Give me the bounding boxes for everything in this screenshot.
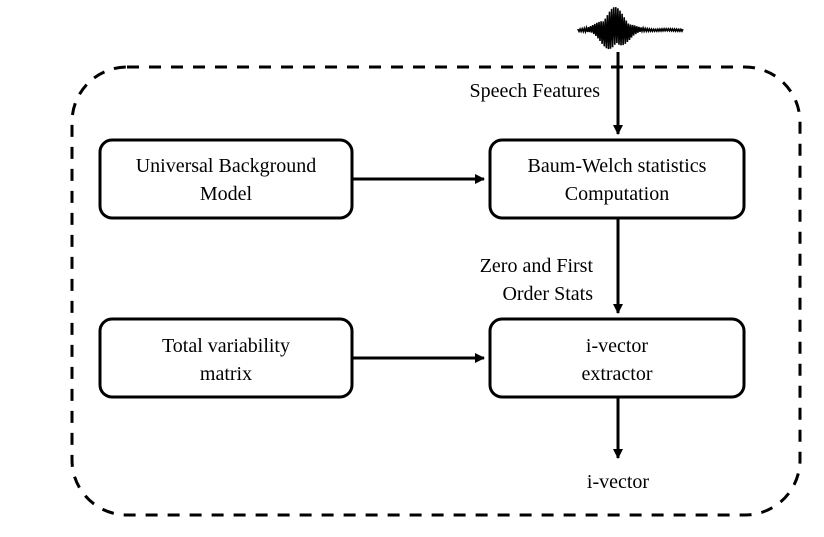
ubm-box: Universal Background Model [98, 138, 354, 220]
waveform-trace [577, 7, 684, 50]
baum-welch-label-line2: Computation [565, 183, 669, 205]
baum-welch-label-line1: Baum-Welch statistics [528, 155, 707, 177]
speech-waveform-icon [577, 7, 684, 50]
tvm-label-line1: Total variability [162, 335, 290, 357]
system-boundary-frame [70, 65, 802, 517]
extractor-box: i-vector extractor [488, 317, 746, 399]
extractor-label-line2: extractor [581, 363, 652, 385]
stats-label-line1: Zero and First [480, 255, 594, 277]
baum-welch-box: Baum-Welch statistics Computation [488, 138, 746, 220]
speech-features-label: Speech Features [469, 80, 600, 102]
tvm-label-line2: matrix [200, 363, 252, 385]
stats-label-line2: Order Stats [502, 283, 593, 305]
ubm-label-line2: Model [200, 183, 253, 205]
ubm-label-line1: Universal Background [136, 155, 317, 177]
output-label: i-vector [587, 471, 650, 493]
extractor-label-line1: i-vector [586, 335, 649, 357]
tvm-box: Total variability matrix [98, 317, 354, 399]
